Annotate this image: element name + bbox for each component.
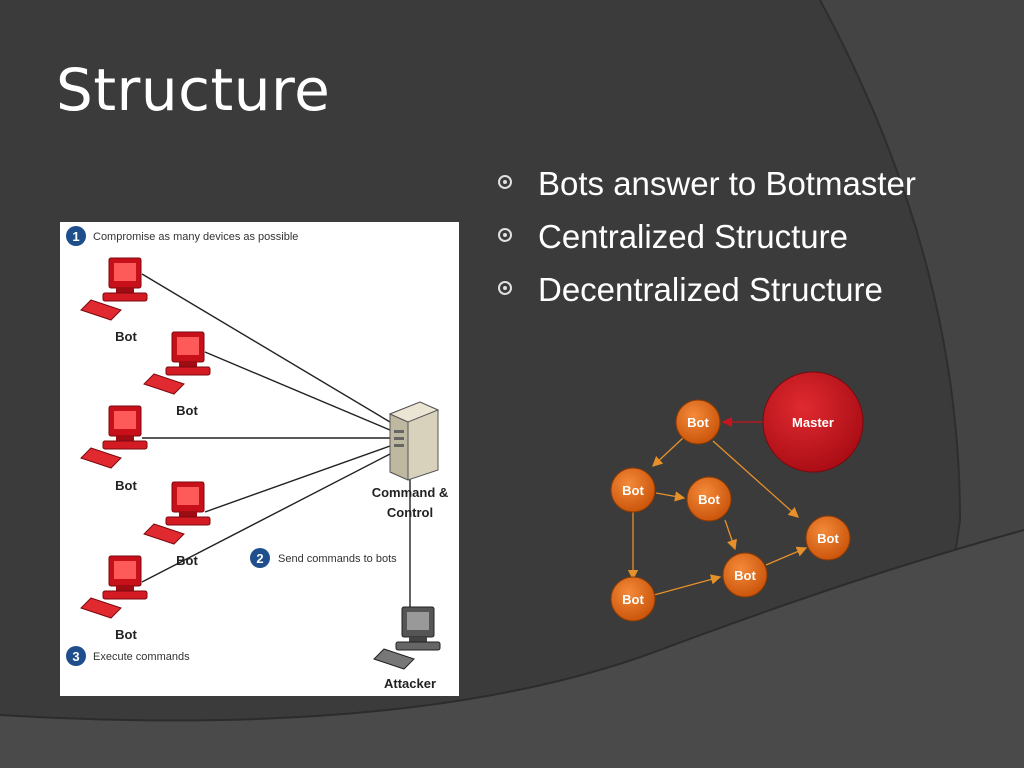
- bot-node-label: Bot: [687, 415, 709, 430]
- step-badge: [66, 646, 86, 666]
- master-node: Master: [762, 371, 864, 473]
- bot-computer: Bot: [143, 331, 211, 418]
- bot-label: Bot: [115, 329, 137, 344]
- attacker-computer: Attacker: [373, 606, 441, 691]
- bot-computer: Bot: [80, 257, 148, 344]
- master-label: Master: [792, 415, 834, 430]
- bot-node: Bot: [610, 467, 656, 513]
- command-control-server: Command & Control: [372, 401, 449, 520]
- circle-bullet-icon: [498, 228, 512, 242]
- computer-icon: [80, 257, 148, 321]
- step-3: 3 Execute commands: [66, 646, 190, 666]
- bullet-text: Decentralized Structure: [538, 271, 883, 308]
- bot-computer: Bot: [80, 405, 148, 493]
- step-badge: [66, 226, 86, 246]
- step-text: Send commands to bots: [278, 553, 397, 565]
- server-label: Control: [387, 505, 433, 520]
- bullet-item: Bots answer to Botmaster: [496, 162, 996, 205]
- bullet-item: Centralized Structure: [496, 215, 996, 258]
- bot-node: Bot: [686, 476, 732, 522]
- bot-node-label: Bot: [734, 568, 756, 583]
- bullet-text: Bots answer to Botmaster: [538, 165, 916, 202]
- bot-label: Bot: [176, 403, 198, 418]
- circle-bullet-icon: [498, 281, 512, 295]
- step-text: Compromise as many devices as possible: [93, 231, 298, 243]
- bot-node: Bot: [722, 552, 768, 598]
- step-badge: [250, 548, 270, 568]
- decentralized-botnet-diagram: Master Bot Bot Bot Bot Bot Bot: [595, 365, 885, 630]
- circle-bullet-icon: [498, 175, 512, 189]
- bullet-item: Decentralized Structure: [496, 268, 996, 311]
- bot-node-label: Bot: [622, 592, 644, 607]
- slide-title: Structure: [56, 56, 331, 124]
- connection-lines: [141, 273, 411, 607]
- step-1: 1 Compromise as many devices as possible: [66, 226, 298, 246]
- bot-computer: Bot: [143, 481, 211, 568]
- computer-icon: [143, 331, 211, 395]
- bullet-text: Centralized Structure: [538, 218, 848, 255]
- step-text: Execute commands: [93, 651, 190, 663]
- step-number: 3: [72, 649, 79, 664]
- bot-node-label: Bot: [698, 492, 720, 507]
- centralized-botnet-diagram: 1 Compromise as many devices as possible…: [60, 222, 459, 696]
- step-number: 1: [72, 229, 79, 244]
- computer-icon: [373, 606, 441, 670]
- computer-icon: [143, 481, 211, 545]
- bot-label: Bot: [115, 627, 137, 642]
- bot-node-label: Bot: [817, 531, 839, 546]
- bot-node: Bot: [610, 576, 656, 622]
- server-label: Command &: [372, 485, 449, 500]
- bullet-list: Bots answer to Botmaster Centralized Str…: [496, 162, 996, 321]
- bot-node: Bot: [675, 399, 721, 445]
- step-number: 2: [256, 551, 263, 566]
- step-2: 2 Send commands to bots: [250, 548, 397, 568]
- bot-label: Bot: [176, 553, 198, 568]
- bot-node: Bot: [805, 515, 851, 561]
- attacker-label: Attacker: [384, 676, 436, 691]
- computer-icon: [80, 555, 148, 619]
- bot-node-label: Bot: [622, 483, 644, 498]
- computer-icon: [80, 405, 148, 469]
- bot-computer: Bot: [80, 555, 148, 642]
- arrows: [627, 416, 808, 596]
- bot-label: Bot: [115, 478, 137, 493]
